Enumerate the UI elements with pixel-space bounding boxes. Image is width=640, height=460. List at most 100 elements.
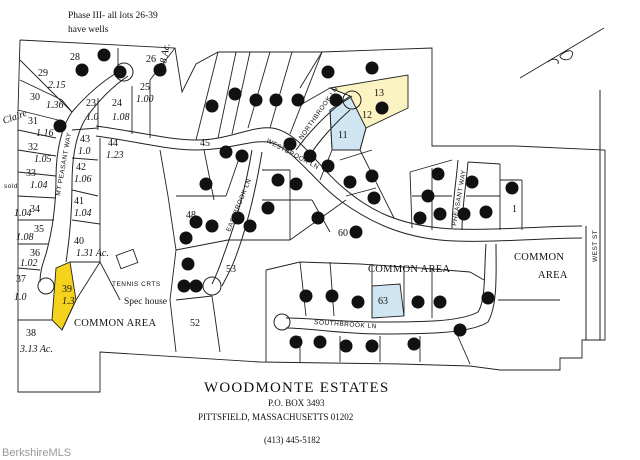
svg-text:1.36: 1.36 (46, 100, 64, 111)
tennis-court-symbol (115, 248, 139, 270)
svg-text:1.05: 1.05 (34, 154, 52, 165)
bottom-left-cul-de-sac (37, 277, 55, 295)
house-marker (465, 175, 479, 189)
house-marker (375, 101, 389, 115)
common-area-right-2: AREA (538, 270, 568, 281)
house-markers (53, 48, 519, 353)
svg-text:1: 1 (512, 204, 517, 215)
common-area-left: COMMON AREA (74, 318, 156, 329)
svg-text:39: 39 (62, 284, 72, 295)
house-marker (269, 93, 283, 107)
svg-text:26: 26 (146, 54, 156, 65)
house-marker (289, 177, 303, 191)
svg-text:3.13 Ac.: 3.13 Ac. (19, 344, 53, 355)
svg-text:1.04: 1.04 (30, 180, 48, 191)
house-marker (189, 215, 203, 229)
lot-lines-east (409, 159, 523, 230)
svg-text:1.0: 1.0 (14, 292, 27, 303)
address-line-2: PITTSFIELD, MASSACHUSETTS 01202 (198, 412, 353, 422)
svg-text:31: 31 (28, 116, 38, 127)
svg-text:32: 32 (28, 142, 38, 153)
svg-text:13: 13 (374, 88, 384, 99)
southbrook-label: SOUTHBROOK LN (314, 319, 377, 330)
svg-text:37: 37 (16, 274, 26, 285)
svg-text:1.0: 1.0 (86, 112, 99, 123)
house-marker (431, 167, 445, 181)
house-marker (433, 207, 447, 221)
house-marker (339, 339, 353, 353)
house-marker (321, 159, 335, 173)
house-marker (235, 149, 249, 163)
house-marker (243, 219, 257, 233)
svg-text:23: 23 (86, 98, 96, 109)
svg-text:43: 43 (80, 134, 90, 145)
svg-text:33: 33 (26, 168, 36, 179)
house-marker (231, 211, 245, 225)
svg-text:1.31 Ac.: 1.31 Ac. (76, 248, 109, 259)
svg-text:1.06: 1.06 (74, 174, 92, 185)
house-marker (365, 169, 379, 183)
header-note-1: Phase III- all lots 26-39 (68, 11, 158, 21)
tennis-courts-label: TENNIS CRTS (112, 281, 161, 288)
northbrook-cul-de-sac (342, 90, 362, 110)
property-boundary (17, 39, 606, 393)
house-marker (365, 61, 379, 75)
svg-text:30: 30 (30, 92, 40, 103)
house-marker (181, 257, 195, 271)
lot-lines-central (159, 149, 395, 353)
house-marker (457, 207, 471, 221)
common-area-right-1: COMMON (514, 252, 564, 263)
house-marker (481, 291, 495, 305)
pheasant-way-road-2 (461, 161, 469, 231)
house-marker (367, 191, 381, 205)
svg-text:11: 11 (338, 130, 348, 141)
house-marker (413, 211, 427, 225)
house-marker (75, 63, 89, 77)
svg-text:1.02: 1.02 (20, 258, 38, 269)
svg-text:36: 36 (30, 248, 40, 259)
westbrook-road-north-edge (95, 125, 583, 230)
svg-text:28: 28 (70, 52, 80, 63)
house-marker (189, 279, 203, 293)
southbrook-cul-de-sac (273, 313, 291, 331)
svg-text:42: 42 (76, 162, 86, 173)
house-marker (479, 205, 493, 219)
house-marker (433, 295, 447, 309)
house-marker (228, 87, 242, 101)
svg-text:38: 38 (26, 328, 36, 339)
svg-text:45: 45 (200, 138, 210, 149)
svg-text:1.04: 1.04 (74, 208, 92, 219)
handwritten-lots: 26 1.08 Ac. 25 1.00 24 1.08 23 1.0 29 2.… (14, 42, 173, 355)
house-marker (97, 48, 111, 62)
watermark: BerkshireMLS (2, 447, 71, 459)
svg-text:52: 52 (190, 318, 200, 329)
left-road-east-edge (65, 75, 129, 263)
svg-text:53: 53 (226, 264, 236, 275)
house-marker (249, 93, 263, 107)
southbrook-road-south (285, 243, 497, 335)
house-marker (283, 137, 297, 151)
svg-text:1.23: 1.23 (106, 150, 124, 161)
house-marker (205, 219, 219, 233)
house-marker (179, 231, 193, 245)
eastbrook-cul-de-sac (202, 276, 222, 296)
svg-text:44: 44 (108, 138, 118, 149)
lot-lines (17, 47, 176, 331)
house-marker (351, 295, 365, 309)
svg-text:25: 25 (140, 82, 150, 93)
house-marker (321, 65, 335, 79)
address-line-1: P.O. BOX 3493 (268, 398, 325, 408)
pheasant-way-road-1 (451, 159, 459, 229)
house-marker (421, 189, 435, 203)
house-marker (113, 65, 127, 79)
house-marker (343, 175, 357, 189)
svg-text:24: 24 (112, 98, 122, 109)
svg-text:60: 60 (338, 228, 348, 239)
house-marker (299, 289, 313, 303)
spec-house-label: Spec house (124, 297, 167, 307)
svg-text:12: 12 (362, 110, 372, 121)
house-marker (199, 177, 213, 191)
house-marker (453, 323, 467, 337)
svg-text:41: 41 (74, 196, 84, 207)
lot-63-highlight (371, 283, 405, 319)
